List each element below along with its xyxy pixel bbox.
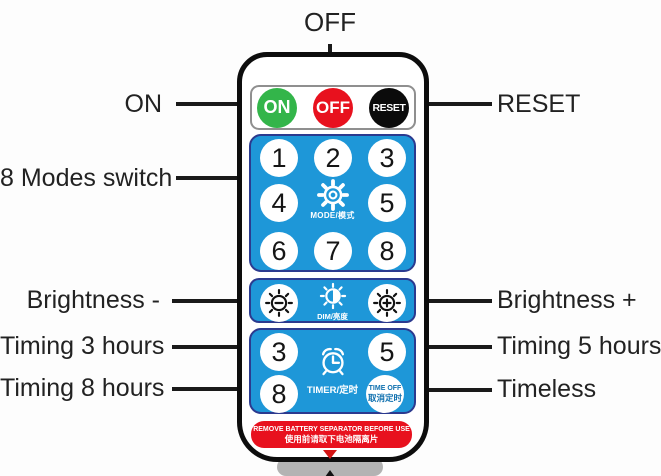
battery-pull-tab bbox=[277, 458, 383, 476]
label-timing-3-hours: Timing 3 hours bbox=[0, 332, 165, 360]
pointer-line-timing-3 bbox=[172, 345, 254, 349]
label-8-modes-switch: 8 Modes switch bbox=[0, 164, 173, 192]
dim-panel-label: DIM/亮度 bbox=[317, 312, 348, 321]
brightness-minus-button[interactable] bbox=[260, 284, 298, 322]
warning-arrow-icon bbox=[323, 450, 337, 459]
mode-button-3[interactable]: 3 bbox=[368, 139, 406, 177]
off-button[interactable]: OFF bbox=[313, 87, 353, 128]
modes-panel: 1 2 3 4 5 6 7 8 bbox=[249, 134, 416, 272]
sun-half-icon bbox=[317, 280, 349, 312]
pointer-line-brightness-plus bbox=[413, 299, 492, 303]
mode-button-6[interactable]: 6 bbox=[260, 232, 298, 270]
label-brightness-minus: Brightness - bbox=[26, 286, 160, 314]
timer-3h-button[interactable]: 3 bbox=[260, 333, 298, 371]
reset-button[interactable]: RESET bbox=[369, 87, 409, 128]
label-timing-8-hours: Timing 8 hours bbox=[0, 374, 165, 402]
label-off: OFF bbox=[304, 7, 356, 37]
label-brightness-plus: Brightness + bbox=[497, 286, 637, 314]
time-off-button[interactable]: TIME OFF 取消定时 bbox=[366, 375, 404, 413]
label-timeless: Timeless bbox=[497, 375, 597, 403]
pointer-line-reset bbox=[415, 102, 492, 106]
pointer-line-timeless bbox=[413, 388, 492, 392]
sun-plus-icon bbox=[371, 287, 403, 319]
timer-5h-button[interactable]: 5 bbox=[368, 333, 406, 371]
timer-8h-button[interactable]: 8 bbox=[260, 375, 298, 413]
pointer-line-timing-8 bbox=[172, 387, 254, 391]
warning-text-en: REMOVE BATTERY SEPARATOR BEFORE USE bbox=[253, 426, 410, 433]
warning-banner: REMOVE BATTERY SEPARATOR BEFORE USE 使用前请… bbox=[251, 421, 412, 448]
mode-button-4[interactable]: 4 bbox=[260, 184, 298, 222]
dim-panel: DIM/亮度 bbox=[249, 278, 416, 323]
mode-panel-label: MODE/模式 bbox=[310, 211, 355, 220]
label-reset: RESET bbox=[497, 90, 581, 118]
pointer-line-brightness-minus bbox=[172, 299, 254, 303]
on-button[interactable]: ON bbox=[257, 87, 297, 128]
pointer-line-modes bbox=[176, 176, 253, 180]
power-panel: ON OFF RESET bbox=[250, 85, 416, 130]
pointer-line-on bbox=[176, 102, 262, 106]
mode-button-5[interactable]: 5 bbox=[368, 184, 406, 222]
gear-icon bbox=[316, 178, 350, 212]
timer-panel: 3 5 8 TIMER/定时 TIME OF bbox=[249, 328, 416, 414]
label-on: ON bbox=[124, 90, 163, 118]
warning-text-zh: 使用前请取下电池隔离片 bbox=[284, 434, 379, 444]
timer-panel-label: TIMER/定时 bbox=[306, 385, 359, 396]
pointer-line-timing-5 bbox=[413, 345, 492, 349]
label-timing-5-hours: Timing 5 hours bbox=[497, 332, 661, 360]
mode-button-2[interactable]: 2 bbox=[314, 139, 352, 177]
mode-button-8[interactable]: 8 bbox=[368, 232, 406, 270]
pull-tab-arrow-icon bbox=[325, 470, 335, 476]
time-off-label-zh: 取消定时 bbox=[367, 392, 402, 403]
brightness-plus-button[interactable] bbox=[368, 284, 406, 322]
time-off-label-en: TIME OFF bbox=[368, 384, 402, 392]
remote-control: ON OFF RESET 1 2 3 4 5 6 7 8 bbox=[237, 52, 429, 462]
mode-button-7[interactable]: 7 bbox=[314, 232, 352, 270]
mode-button-1[interactable]: 1 bbox=[260, 139, 298, 177]
sun-minus-icon bbox=[263, 287, 295, 319]
alarm-clock-icon bbox=[315, 342, 351, 380]
